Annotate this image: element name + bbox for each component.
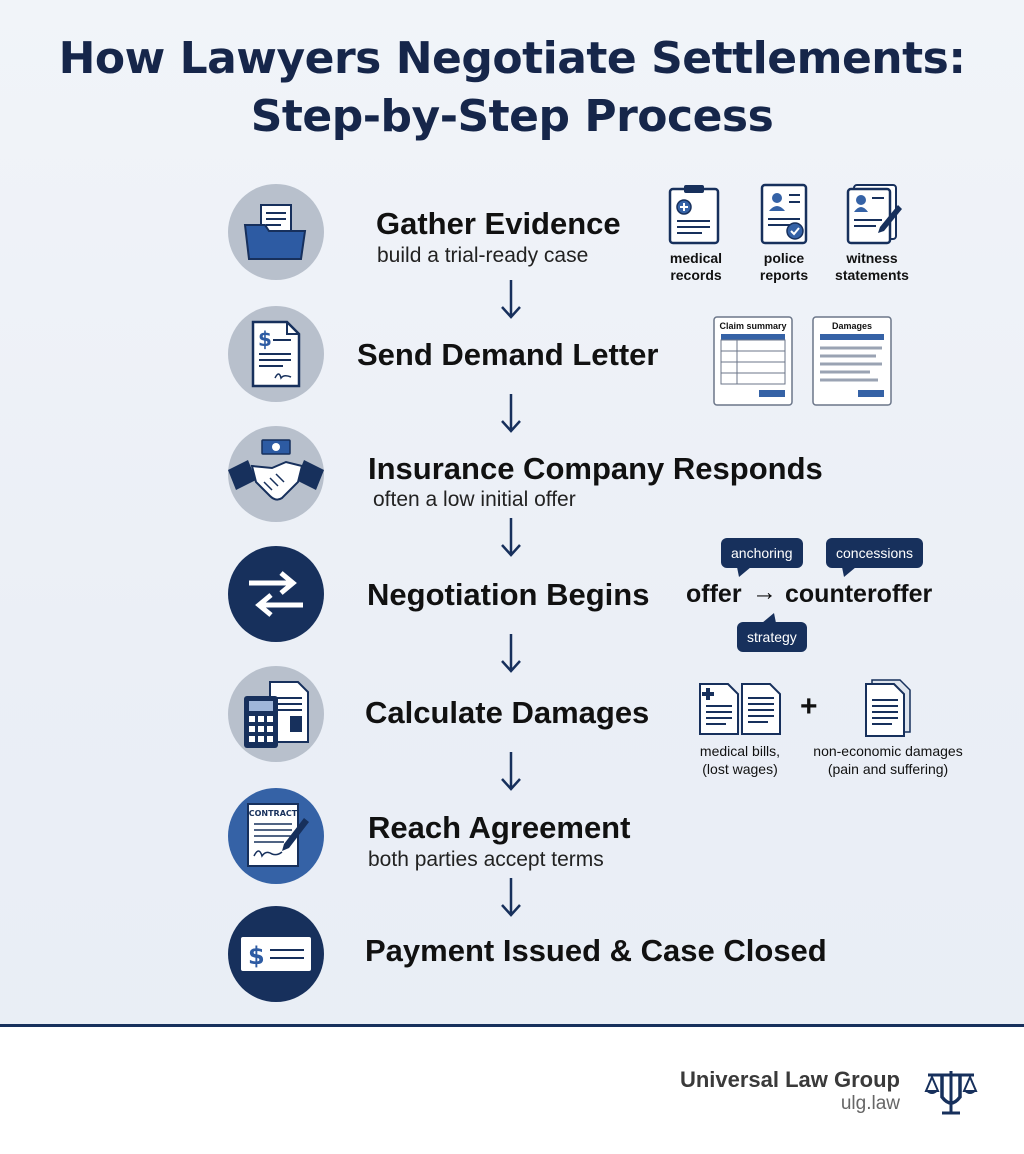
scales-of-justice-logo-icon: [924, 1071, 978, 1115]
damages-doc-label: Damages: [831, 321, 873, 331]
check-payment-icon: $: [228, 906, 324, 1002]
brand: Universal Law Group ulg.law: [680, 1067, 900, 1115]
arrow-down-icon: [501, 634, 521, 673]
bubble-tail: [762, 613, 776, 623]
evidence-label-police: police reports: [759, 250, 809, 283]
step-title-negotiation-begins: Negotiation Begins: [367, 577, 650, 612]
step-title-reach-agreement: Reach Agreement: [368, 810, 631, 845]
check-symbol: $: [248, 942, 265, 970]
step-title-send-demand-letter: Send Demand Letter: [357, 337, 659, 372]
economic-damages-label: medical bills, (lost wages): [699, 743, 781, 777]
brand-url[interactable]: ulg.law: [840, 1093, 900, 1114]
step-subtitle-reach-agreement: both parties accept terms: [368, 848, 604, 871]
arrow-down-icon: [501, 752, 521, 791]
invoice-document-icon: $: [228, 306, 324, 402]
arrow-down-icon: [501, 280, 521, 319]
arrow-down-icon: [501, 394, 521, 433]
claim-summary-label: Claim summary: [719, 321, 787, 331]
title-line-1: How Lawyers Negotiate Settlements:: [58, 33, 966, 84]
step-title-gather-evidence: Gather Evidence: [376, 206, 621, 241]
evidence-label-medical: medical records: [669, 250, 723, 283]
offer-text: offer: [686, 580, 742, 608]
footer: Universal Law Group ulg.law: [0, 1024, 1024, 1154]
step-subtitle-gather-evidence: build a trial-ready case: [377, 244, 589, 267]
arrow-down-icon: [501, 878, 521, 917]
police-report-icon: [760, 183, 810, 250]
title-line-2: Step-by-Step Process: [250, 91, 774, 142]
plus-sign: +: [800, 690, 818, 723]
step-title-insurance-responds: Insurance Company Responds: [368, 451, 823, 486]
witness-statement-icon: [846, 183, 904, 250]
brand-name: Universal Law Group: [679, 1067, 900, 1092]
bubble-tail: [737, 567, 751, 577]
noneconomic-document-icon: [864, 678, 912, 743]
medical-bills-icon: [698, 682, 782, 741]
bubble-strategy: strategy: [737, 622, 807, 652]
medical-records-icon: [668, 183, 722, 250]
step-title-payment-issued: Payment Issued & Case Closed: [365, 933, 827, 968]
page-title: How Lawyers Negotiate Settlements: Step-…: [0, 30, 1024, 146]
contract-icon: CONTRACT: [228, 788, 324, 884]
bubble-anchoring: anchoring: [721, 538, 803, 568]
evidence-label-witness: witness statements: [835, 250, 909, 283]
calculator-icon: [228, 666, 324, 762]
counteroffer-text: counteroffer: [785, 580, 933, 608]
bubble-concessions: concessions: [826, 538, 924, 568]
bubble-tail: [842, 567, 856, 577]
claim-summary-document: Claim summary: [713, 316, 793, 406]
noneconomic-damages-label: non-economic damages (pain and suffering…: [813, 743, 963, 777]
svg-text:$: $: [258, 327, 272, 351]
arrow-down-icon: [501, 518, 521, 557]
damages-document: Damages: [812, 316, 892, 406]
contract-label: CONTRACT: [249, 809, 298, 818]
offer-arrow: →: [752, 578, 777, 606]
step-subtitle-insurance-responds: often a low initial offer: [373, 488, 576, 511]
step-title-calculate-damages: Calculate Damages: [365, 695, 650, 730]
swap-arrows-icon: [228, 546, 324, 642]
folder-icon: [228, 184, 324, 280]
handshake-icon: [228, 426, 324, 522]
